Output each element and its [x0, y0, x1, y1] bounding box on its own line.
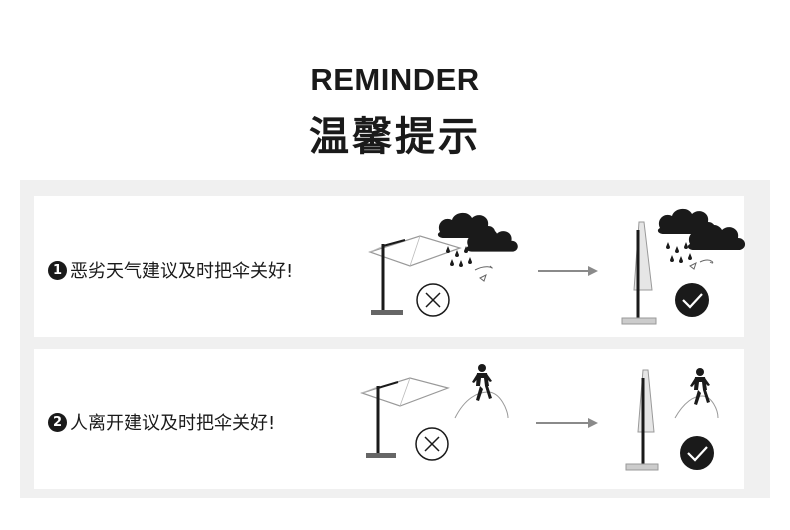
cross-circle-icon	[416, 283, 450, 317]
check-circle-icon	[675, 283, 709, 317]
arrow-right-icon	[536, 418, 598, 428]
cross-circle-icon	[415, 427, 449, 461]
tip-1-label: 恶劣天气建议及时把伞关好!	[70, 261, 294, 282]
check-circle-icon	[680, 436, 714, 470]
tip-2-number-badge: 2	[48, 412, 67, 432]
tip-2-label: 人离开建议及时把伞关好!	[70, 413, 276, 434]
closed-umbrella-person-leaving-icon	[625, 368, 719, 471]
reminder-title: REMINDER	[310, 62, 480, 97]
tip-1-text: 1 恶劣天气建议及时把伞关好!	[48, 257, 293, 283]
closed-umbrella-storm-icon	[621, 208, 746, 325]
tip-1-number-badge: 1	[48, 260, 67, 280]
arrow-right-icon	[538, 266, 598, 276]
tip-2-text: 2 人离开建议及时把伞关好!	[48, 409, 275, 435]
open-umbrella-storm-icon	[368, 212, 518, 315]
open-umbrella-person-leaving-icon	[360, 364, 509, 458]
reminder-title-cn: 温馨提示	[309, 114, 481, 160]
